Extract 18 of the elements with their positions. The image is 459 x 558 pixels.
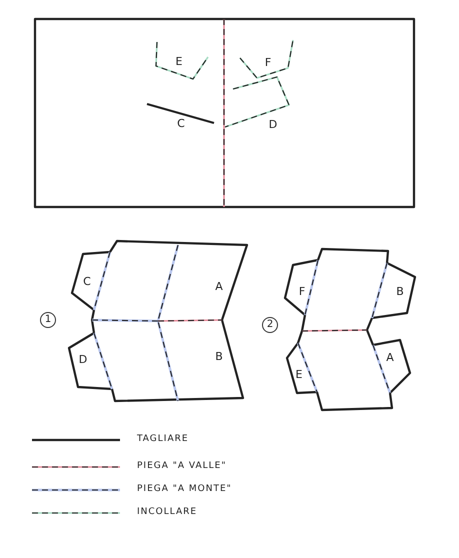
part-letter: C [83,276,91,288]
part-letter: E [176,56,182,68]
step-number: 2 [262,317,278,333]
part-letter: D [78,354,88,366]
part-letter: B [215,351,223,363]
part-letter: C [177,118,185,130]
part-letter: B [396,286,404,298]
step-number: 1 [40,312,56,328]
part-letter: F [298,286,306,298]
legend-text: INCOLLARE [137,507,198,518]
part-letter: E [296,369,302,381]
part-letter: A [215,281,223,293]
part-letter: A [386,352,394,364]
legend-text: PIEGA "A VALLE" [137,461,227,472]
legend-text: TAGLIARE [137,434,189,445]
legend-text: PIEGA "A MONTE" [137,484,232,495]
part-letter: F [264,57,272,69]
part-letter: D [268,119,278,131]
